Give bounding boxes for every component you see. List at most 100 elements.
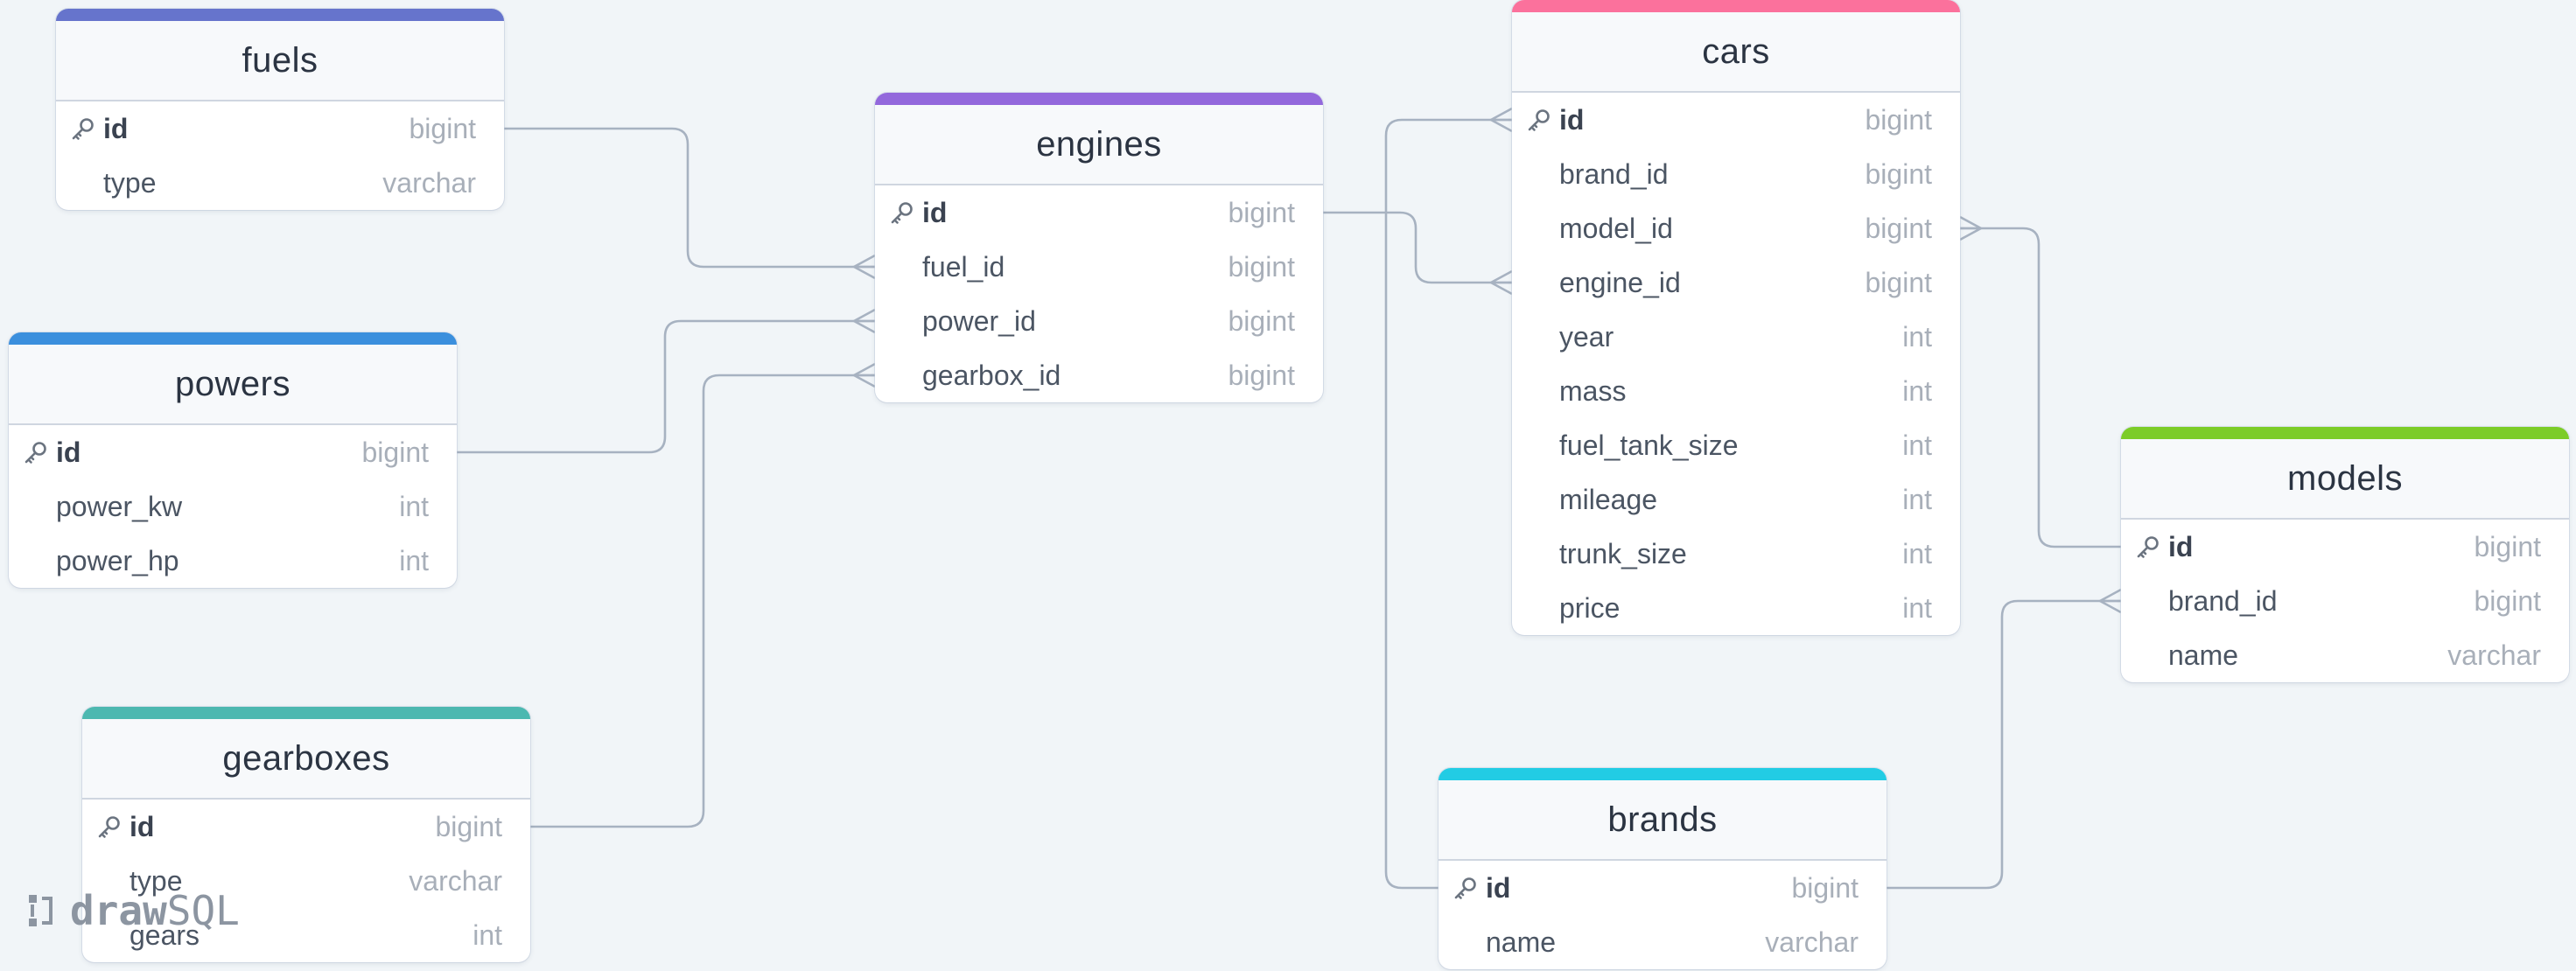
table-color-bar	[875, 93, 1323, 105]
drawsql-logo-word-draw: draw	[70, 887, 167, 934]
relation-line-gearboxes-id-to-engines-gearbox_id[interactable]	[530, 374, 875, 828]
column-type: bigint	[435, 810, 503, 842]
column-row-cars-engine_id[interactable]: engine_id bigint	[1512, 255, 1960, 310]
relation-line-engines-id-to-cars-engine_id[interactable]	[1323, 211, 1512, 284]
column-name: name	[2168, 639, 2239, 671]
primary-key-icon	[24, 442, 46, 464]
relation-line-models-id-to-cars-model_id[interactable]	[1960, 227, 2121, 548]
column-name: gears	[130, 919, 200, 951]
primary-key-icon	[891, 202, 913, 224]
column-type: int	[1902, 374, 1932, 407]
crows-foot-marker	[1490, 269, 1513, 296]
column-type: int	[399, 490, 429, 522]
column-type: bigint	[1228, 196, 1296, 228]
column-row-cars-brand_id[interactable]: brand_id bigint	[1512, 147, 1960, 201]
table-color-bar	[56, 9, 504, 21]
table-color-bar	[82, 707, 530, 719]
table-title-fuels[interactable]: fuels	[56, 21, 504, 101]
column-type: bigint	[1865, 266, 1933, 298]
drawsql-logo-icon	[29, 895, 52, 926]
column-name: engine_id	[1559, 266, 1681, 298]
column-type: bigint	[1865, 103, 1933, 136]
column-name: id	[103, 112, 129, 144]
column-name: id	[56, 436, 81, 468]
crows-foot-marker	[853, 254, 876, 280]
crows-foot-marker	[853, 362, 876, 388]
table-title-brands[interactable]: brands	[1438, 780, 1886, 861]
table-title-powers[interactable]: powers	[9, 345, 457, 425]
table-title-gearboxes[interactable]: gearboxes	[82, 719, 530, 800]
column-name: power_kw	[56, 490, 183, 522]
column-row-powers-power_kw[interactable]: power_kw int	[9, 479, 457, 534]
column-type: bigint	[1865, 212, 1933, 244]
column-name: type	[103, 166, 157, 199]
primary-key-icon	[1528, 109, 1550, 131]
column-name: brand_id	[1559, 157, 1669, 190]
primary-key-icon	[2137, 536, 2159, 558]
relation-line-brands-id-to-cars-id[interactable]	[1384, 118, 1512, 890]
column-row-models-name[interactable]: name varchar	[2121, 628, 2569, 682]
column-type: int	[1902, 320, 1932, 353]
column-name: brand_id	[2168, 584, 2278, 617]
column-type: varchar	[2447, 639, 2541, 671]
column-type: bigint	[361, 436, 430, 468]
column-name: mileage	[1559, 483, 1658, 515]
column-type: bigint	[409, 112, 477, 144]
column-type: int	[399, 544, 429, 576]
relation-line-powers-id-to-engines-power_id[interactable]	[457, 319, 875, 454]
table-title-cars[interactable]: cars	[1512, 12, 1960, 93]
column-type: bigint	[1228, 359, 1296, 391]
table-color-bar	[9, 332, 457, 345]
column-type: bigint	[1228, 304, 1296, 337]
table-color-bar	[1438, 768, 1886, 780]
table-fuels[interactable]: fuels id bigint type varchar	[56, 9, 504, 210]
column-type: varchar	[382, 166, 476, 199]
column-row-cars-mileage[interactable]: mileage int	[1512, 472, 1960, 527]
column-row-powers-id[interactable]: id bigint	[9, 425, 457, 479]
column-name: trunk_size	[1559, 537, 1687, 569]
column-type: int	[1902, 483, 1932, 515]
column-name: id	[1486, 871, 1511, 904]
column-name: id	[2168, 530, 2194, 562]
column-row-powers-power_hp[interactable]: power_hp int	[9, 534, 457, 588]
column-name: power_hp	[56, 544, 179, 576]
table-title-engines[interactable]: engines	[875, 105, 1323, 185]
column-row-fuels-id[interactable]: id bigint	[56, 101, 504, 156]
primary-key-icon	[98, 816, 120, 838]
relation-line-fuels-id-to-engines-fuel_id[interactable]	[504, 127, 875, 269]
table-title-models[interactable]: models	[2121, 439, 2569, 520]
relation-line-brands-id-to-models-brand_id[interactable]	[1886, 599, 2121, 890]
crows-foot-marker	[1959, 215, 1982, 241]
drawsql-logo-word-sql: SQL	[166, 887, 240, 934]
crows-foot-marker	[2099, 588, 2122, 614]
column-row-fuels-type[interactable]: type varchar	[56, 156, 504, 210]
column-type: varchar	[1765, 926, 1858, 958]
column-type: bigint	[1865, 157, 1933, 190]
